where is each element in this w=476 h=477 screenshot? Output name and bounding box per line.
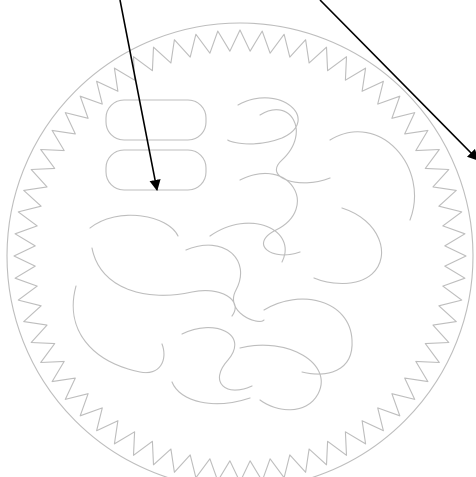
- arrow-left: [120, 0, 157, 190]
- squiggle-6: [314, 208, 382, 284]
- squiggle-14: [240, 345, 321, 410]
- squiggle-3: [330, 132, 415, 220]
- slot-top: [106, 100, 206, 140]
- plate-outer-rim: [7, 23, 473, 477]
- arrow-right: [320, 0, 476, 160]
- squiggle-12: [264, 299, 352, 374]
- squiggle-1: [228, 98, 298, 144]
- squiggle-4: [240, 173, 300, 254]
- squiggle-13: [172, 382, 250, 404]
- squiggle-9: [186, 245, 264, 321]
- circular-plate: [7, 23, 473, 477]
- plate-serrated-ring: [14, 30, 466, 477]
- squiggle-7: [90, 215, 178, 236]
- squiggle-10: [73, 286, 164, 373]
- squiggle-5: [210, 223, 285, 262]
- squiggle-11: [182, 328, 252, 391]
- arrow-group: [120, 0, 476, 190]
- squiggle-pattern: [73, 98, 414, 410]
- squiggle-2: [260, 110, 330, 183]
- slot-group: [106, 100, 206, 190]
- squiggle-8: [92, 248, 235, 316]
